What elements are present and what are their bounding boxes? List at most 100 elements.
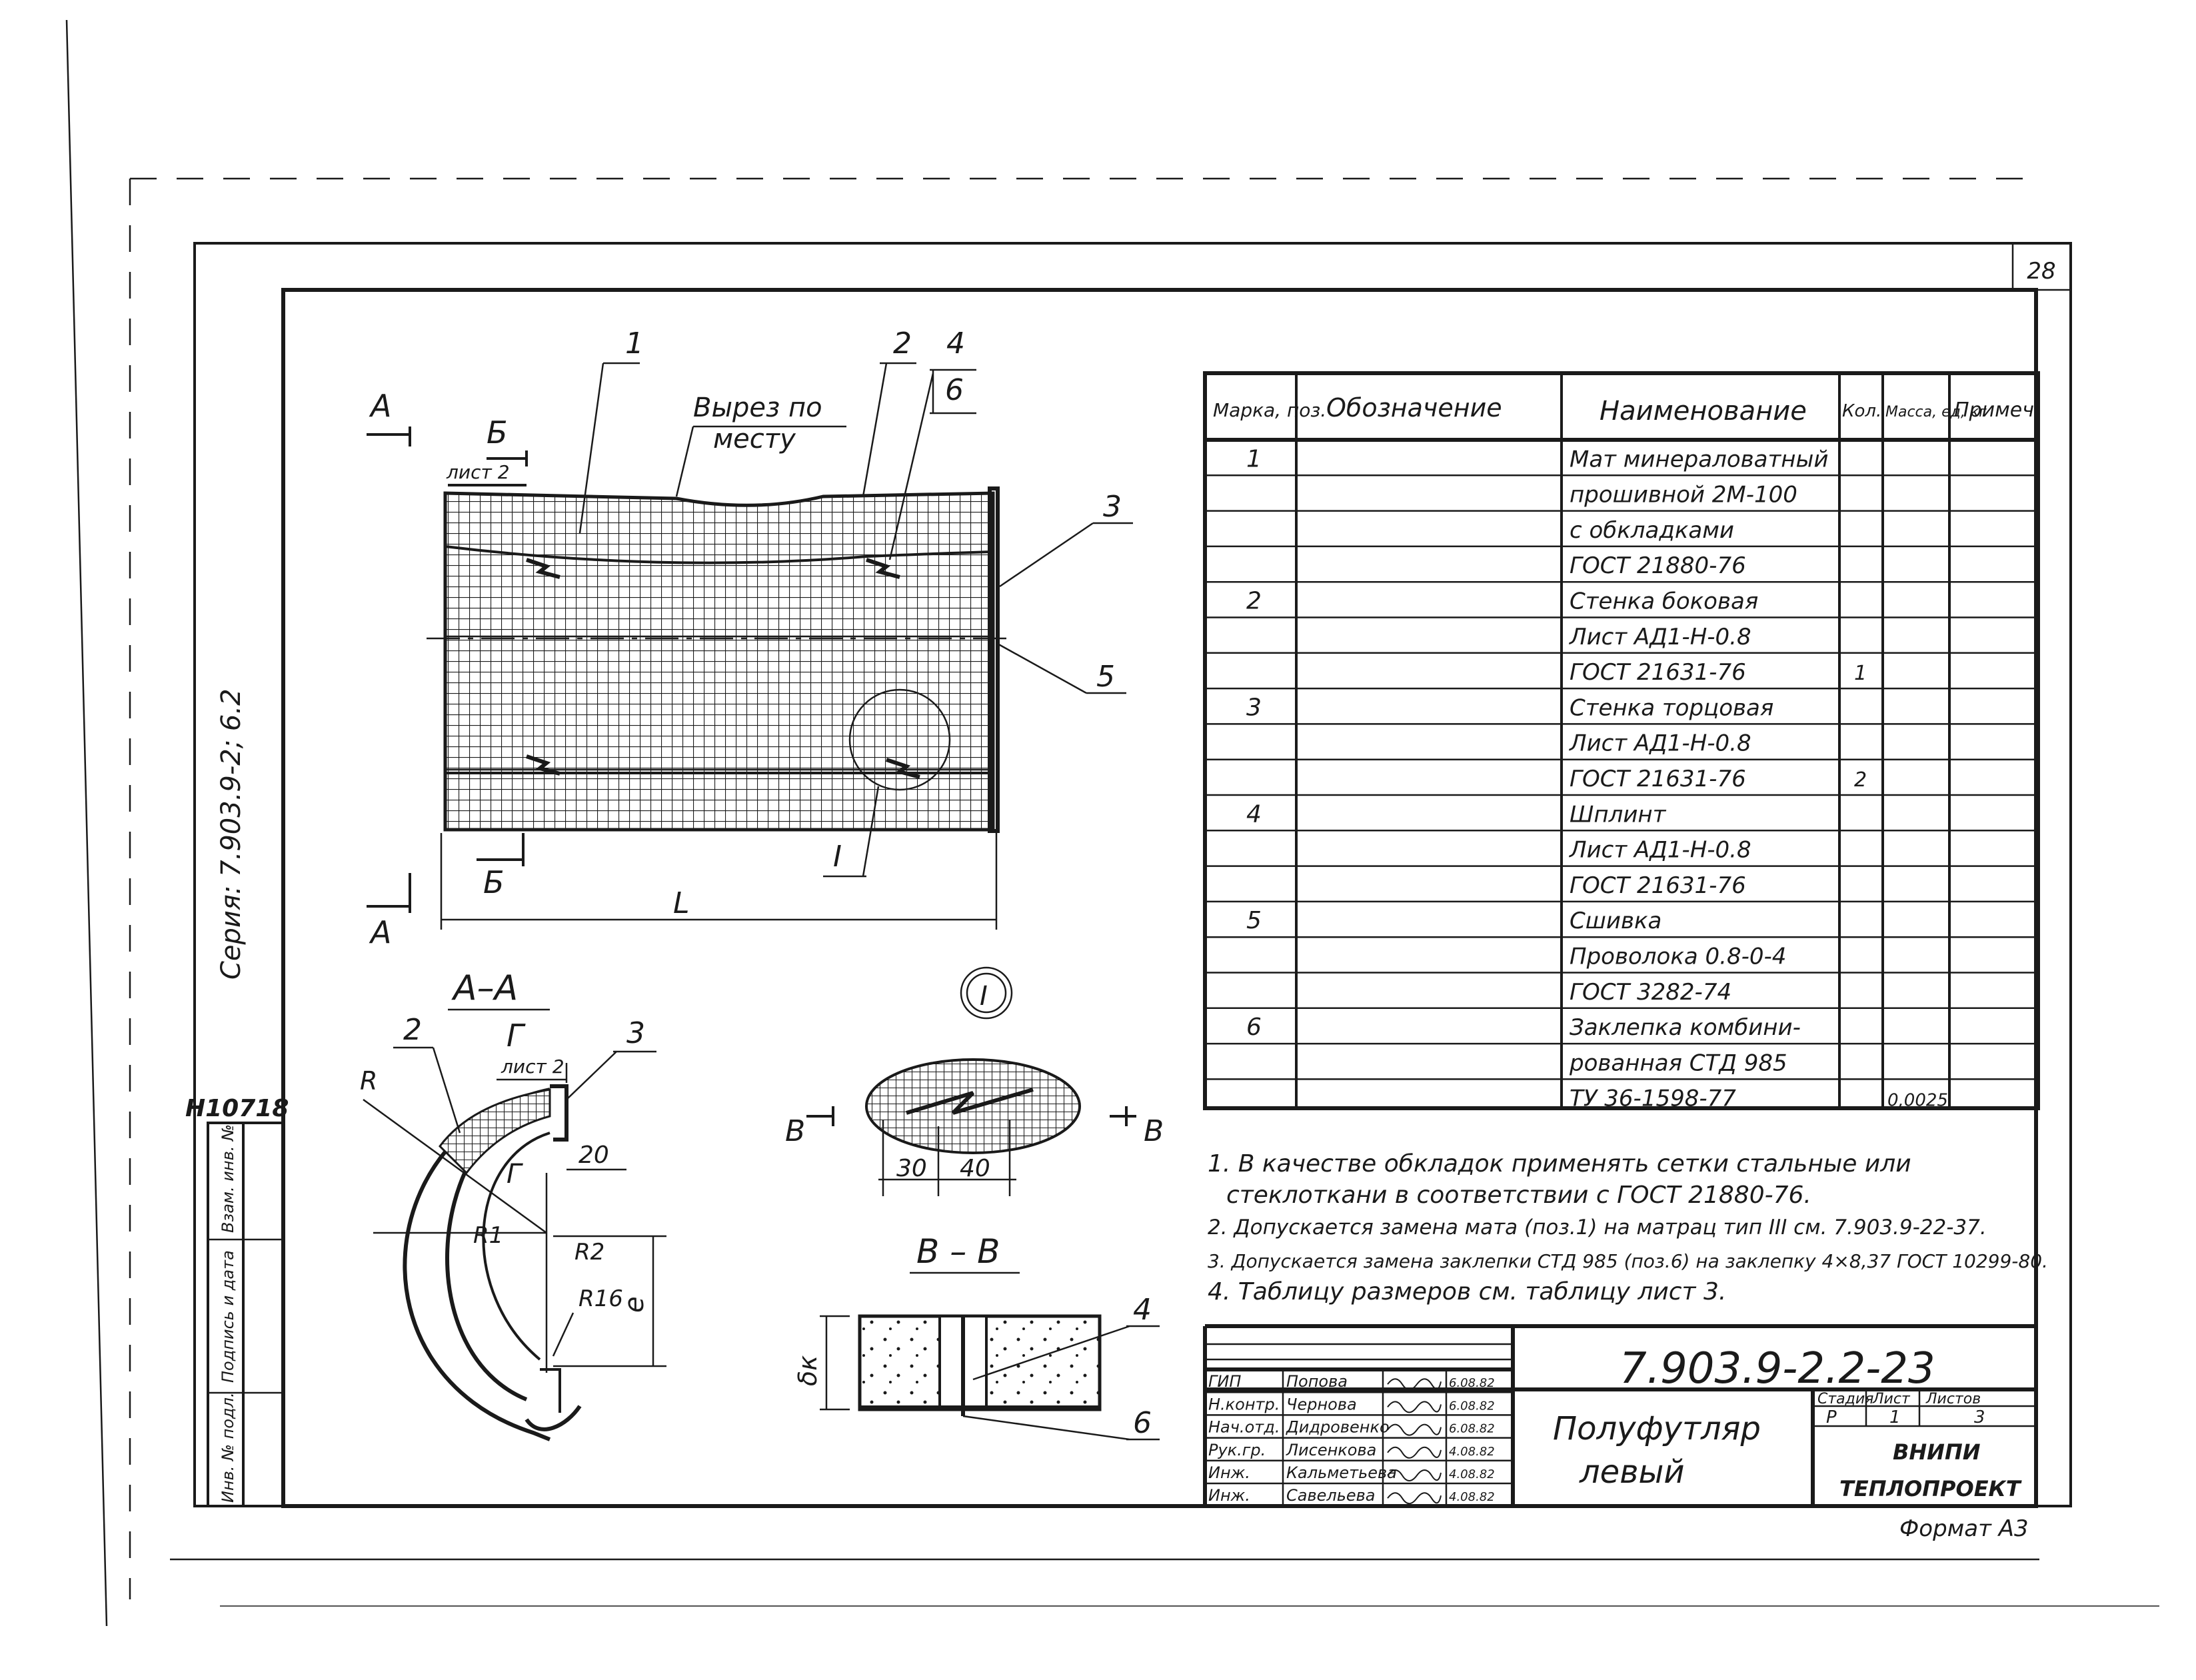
dim-30: 30 [896,1155,927,1182]
spec-row-name: с обкладками [1570,517,1734,544]
section-vv: В – В δк 4 6 [793,1232,1160,1441]
section-a-bottom: А [369,914,391,950]
signature [1387,1469,1442,1481]
callout-5: 5 [1096,660,1115,694]
head-stage: Стадия [1817,1391,1873,1407]
org-line1: ВНИПИ [1893,1439,1981,1465]
signer-name: Кальметьева [1286,1463,1397,1482]
spec-row-name: Сшивка [1570,908,1661,934]
signer-date: 6.08.82 [1449,1376,1495,1390]
note-1b: стеклоткани в соответствии с ГОСТ 21880-… [1226,1182,1811,1209]
detail-mark: I [980,981,988,1012]
sheet-number-box [2011,242,2072,291]
note-3: 3. Допускается замена заклепки СТД 985 (… [1208,1250,2048,1272]
spec-header-mass: Масса, ед, кг [1885,404,1987,420]
sheet-number: 28 [2027,258,2055,285]
section-g-mark: Г [507,1018,526,1054]
signer-name: Лисенкова [1286,1441,1376,1459]
signature [1387,1492,1442,1505]
dim-20: 20 [578,1142,609,1169]
section-vv-title: В – В [916,1232,1000,1271]
callout-2-aa: 2 [403,1013,422,1047]
spec-row-qty: 2 [1854,768,1867,792]
signer-name: Савельева [1286,1486,1375,1505]
signer-role: Нач.отд. [1208,1418,1280,1437]
callout-3-aa: 3 [626,1016,645,1050]
signer-role: Инж. [1208,1463,1250,1482]
spec-row-pos: 4 [1246,800,1262,828]
note-4: 4. Таблицу размеров см. таблицу лист 3. [1208,1278,1726,1305]
spec-table: Марка, поз. Обозначение Наименование Кол… [1203,371,2040,1112]
sheet-ref-top: лист 2 [446,461,510,483]
signature [1387,1401,1442,1413]
doc-code: 7.903.9-2.2-23 [1620,1344,1935,1393]
spec-header-name: Наименование [1600,396,1807,426]
spec-row-name: Заклепка комбини- [1570,1014,1801,1041]
outer-margin-lines [65,19,2159,1627]
detail-mark-main: I [833,840,842,874]
callout-6-vv: 6 [1133,1406,1152,1440]
notes: 1. В качестве обкладок применять сетки с… [1208,1150,2048,1305]
mat-body [443,491,995,832]
title-line2: левый [1579,1453,1685,1491]
radius-r2: R2 [574,1239,604,1265]
signer-role: Н.контр. [1208,1395,1280,1413]
section-aa-title: А–А [451,968,518,1008]
format-label: Формат А3 [1899,1515,2029,1542]
signature [1387,1378,1442,1391]
spec-row-pos: 6 [1246,1014,1262,1041]
side-stamp-sign: Подпись и дата [219,1250,237,1383]
spec-row-name: рованная СТД 985 [1569,1050,1787,1076]
signer-date: 6.08.82 [1449,1422,1495,1436]
spec-row-name: ГОСТ 3282-74 [1570,979,1731,1006]
spec-row-name: Лист АД1-Н-0.8 [1568,730,1751,757]
signer-role: ГИП [1208,1372,1241,1391]
title-line1: Полуфутляр [1553,1410,1761,1447]
section-a-top: А [369,388,391,424]
spec-row-qty: 1 [1854,662,1867,685]
side-stamp: Инв. № подл. Подпись и дата Взам. инв. № [207,1122,285,1507]
head-sheets: Листов [1925,1391,1981,1407]
signer-date: 6.08.82 [1449,1399,1495,1413]
radius-r1: R1 [473,1222,503,1249]
spec-row-pos: 5 [1246,907,1262,934]
callout-1: 1 [625,327,644,361]
spec-row-name: Лист АД1-Н-0.8 [1568,624,1751,650]
spec-row-pos: 2 [1246,588,1262,615]
main-view: Вырез по месту 1 2 4 6 3 5 I А Б лист 2 … [367,327,1133,950]
spec-row-name: Лист АД1-Н-0.8 [1568,837,1751,864]
callout-3: 3 [1103,490,1122,524]
spec-row-name: ГОСТ 21631-76 [1570,872,1746,899]
dim-40: 40 [960,1155,990,1182]
cut-note-line2: месту [713,424,796,454]
spec-row-name: ТУ 36-1598-77 [1570,1086,1736,1112]
signer-date: 4.08.82 [1449,1490,1495,1504]
spec-row-name: прошивной 2М-100 [1570,482,1797,508]
spec-row-name: Стенка торцовая [1570,694,1773,721]
radius-r: R [360,1066,377,1096]
radius-r16: R16 [578,1285,623,1312]
callout-4: 4 [946,327,965,361]
section-g-lower: Г [507,1159,523,1190]
note-2: 2. Допускается замена мата (поз.1) на ма… [1208,1216,1987,1240]
signature [1387,1423,1442,1436]
spec-row-name: Проволока 0.8-0-4 [1570,944,1786,970]
series-label: Серия: 7.903.9-2; 6.2 [216,688,247,980]
sheet-value: 1 [1889,1407,1901,1427]
dim-dk: δк [793,1355,822,1386]
note-1a: 1. В качестве обкладок применять сетки с… [1208,1150,1911,1178]
side-stamp-inv: Инв. № подл. [219,1392,237,1503]
callout-6-top: 6 [945,373,964,407]
spec-row-name: ГОСТ 21631-76 [1570,766,1746,792]
signer-role: Инж. [1208,1486,1250,1505]
length-label: L [673,886,690,920]
spec-header-designation: Обозначение [1326,393,1502,422]
spec-row-mass: 0,0025 [1887,1091,1948,1111]
org-line2: ТЕПЛОПРОЕКТ [1839,1476,2022,1501]
signature [1387,1446,1442,1459]
detail-i: I В В 30 40 [785,966,1164,1196]
signer-date: 4.08.82 [1449,1467,1495,1481]
